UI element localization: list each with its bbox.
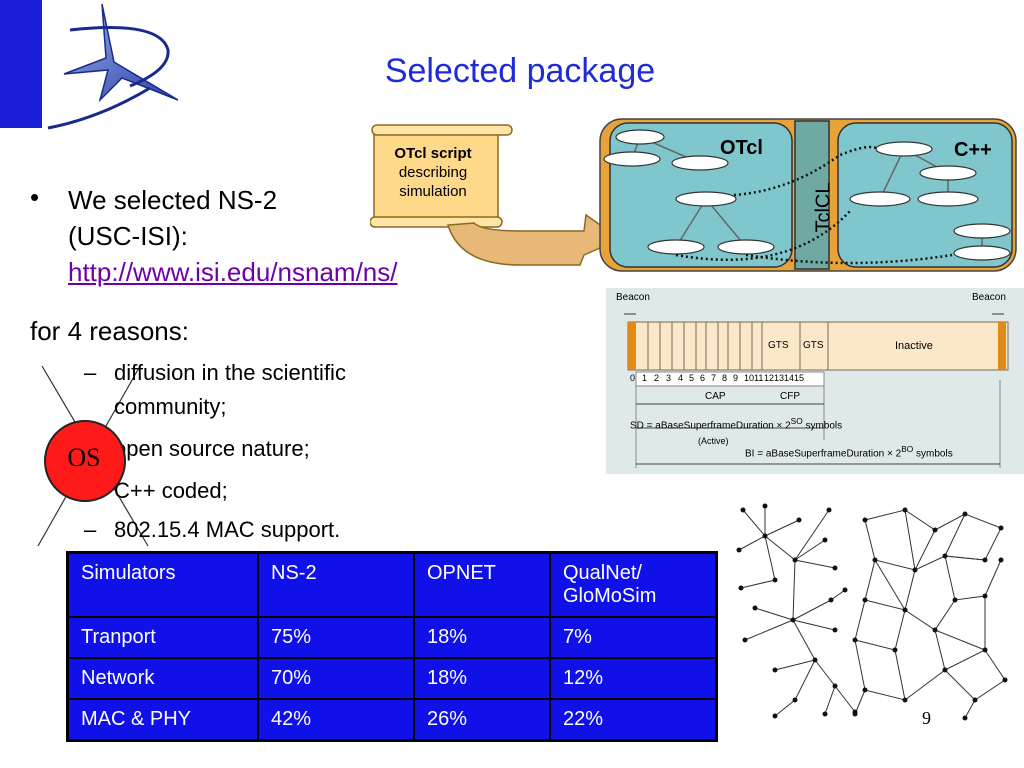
reason-1-cont: community; [114,394,227,419]
slot-10: 10 [744,373,755,383]
tclcl-label: TclCL [812,182,835,233]
table-cell: Tranport [66,616,259,659]
dash-4: – [84,517,97,542]
cap-label: CAP [705,391,726,402]
table-cell: 42% [257,698,415,742]
reason-3-text: C++ coded; [114,478,228,503]
slot-11: 11 [754,373,764,383]
slot-8: 8 [722,373,728,383]
table-row: Network 70% 18% 12% [66,657,718,700]
slot-6: 6 [700,373,706,383]
gts2-label: GTS [803,340,824,351]
table-cell: Network [66,657,259,700]
active-label: (Active) [698,436,729,446]
reason-2: –open source nature; [84,432,310,466]
logo-star-icon [47,3,179,130]
reason-1-text: diffusion in the scientific [114,360,346,385]
sd-formula: SD = aBaseSuperframeDuration × 2SO symbo… [630,416,842,431]
slot-15: 15 [794,373,805,383]
sd-formula-tail: symbols [802,420,843,432]
otcl-script-line2: simulation [399,183,467,200]
otcl-script-scroll [370,124,513,228]
slot-14: 14 [784,373,795,383]
main-bullet: We selected NS-2 (USC-ISI): http://www.i… [68,182,397,290]
os-badge-label: OS [67,443,101,472]
slot-4: 4 [678,373,684,383]
sd-formula-text: SD = aBaseSuperframeDuration × 2 [630,420,791,432]
ns2-architecture-diagram [370,118,1017,272]
beacon-right-label: Beacon [972,292,1006,303]
cfp-label: CFP [780,391,800,402]
reason-1: –diffusion in the scientific [84,356,346,390]
ns2-link[interactable]: http://www.isi.edu/nsnam/ns/ [68,257,398,287]
slot-7: 7 [711,373,717,383]
reason-3: –C++ coded; [84,474,228,508]
main-bullet-line1: We selected NS-2 [68,185,278,215]
slide-title: Selected package [384,52,656,90]
reason-4: –802.15.4 MAC support. [84,513,340,547]
slot-numbers: 0 1 2 3 4 5 6 7 8 9 10 11 12 13 14 15 [630,373,804,383]
table-cell: OPNET [413,551,551,618]
inactive-label: Inactive [895,340,933,352]
beacon-left-label: Beacon [616,292,650,303]
table-cell: 18% [413,657,551,700]
gts1-label: GTS [768,340,789,351]
bi-formula-tail: symbols [913,448,953,460]
table-cell: 70% [257,657,415,700]
table-cell: Simulators [66,551,259,618]
slot-0: 0 [630,373,636,383]
superframe-diagram [606,288,1024,474]
otcl-script-title: OTcl script [394,145,472,162]
table-header-row: Simulators NS-2 OPNET QualNet/ GloMoSim [66,551,718,618]
main-bullet-line2: (USC-ISI): [68,221,188,251]
arrow-icon [447,213,622,266]
os-badge [44,420,126,502]
slot-3: 3 [666,373,672,383]
table-cell: 75% [257,616,415,659]
table-cell: 26% [413,698,551,742]
slot-2: 2 [654,373,660,383]
tclcl-bar [794,120,830,270]
otcl-script-line1: describing [398,164,468,181]
table-cell: 22% [549,698,718,742]
bi-superscript: BO [901,444,914,454]
slot-9: 9 [733,373,739,383]
page-number: 9 [922,708,931,728]
reasons-label: for 4 reasons: [30,316,189,346]
slot-13: 13 [774,373,785,383]
table-cell: 18% [413,616,551,659]
table-cell: 12% [549,657,718,700]
table-cell: NS-2 [257,551,415,618]
table-row: Tranport 75% 18% 7% [66,616,718,659]
network-topology-graphs [736,503,1008,721]
reason-2-text: open source nature; [114,436,310,461]
simulator-comparison-table: Simulators NS-2 OPNET QualNet/ GloMoSim … [66,551,718,742]
bi-formula: BI = aBaseSuperframeDuration × 2BO symbo… [745,444,953,459]
table-cell: 7% [549,616,718,659]
cpp-label: C++ [954,139,992,161]
table-cell: QualNet/ GloMoSim [549,551,718,618]
reason-4-text: 802.15.4 MAC support. [114,517,341,542]
otcl-label: OTcl [720,137,763,159]
bullet-marker: • [30,182,40,212]
otcl-script-label: OTcl script describing simulation [378,144,488,201]
dash-1: – [84,360,97,385]
slot-1: 1 [642,373,648,383]
bi-formula-text: BI = aBaseSuperframeDuration × 2 [745,448,902,460]
slot-12: 12 [764,373,775,383]
slot-5: 5 [689,373,695,383]
table-cell: MAC & PHY [66,698,259,742]
sd-superscript: SO [790,416,803,426]
logo-bar [0,0,42,128]
table-row: MAC & PHY 42% 26% 22% [66,698,718,742]
